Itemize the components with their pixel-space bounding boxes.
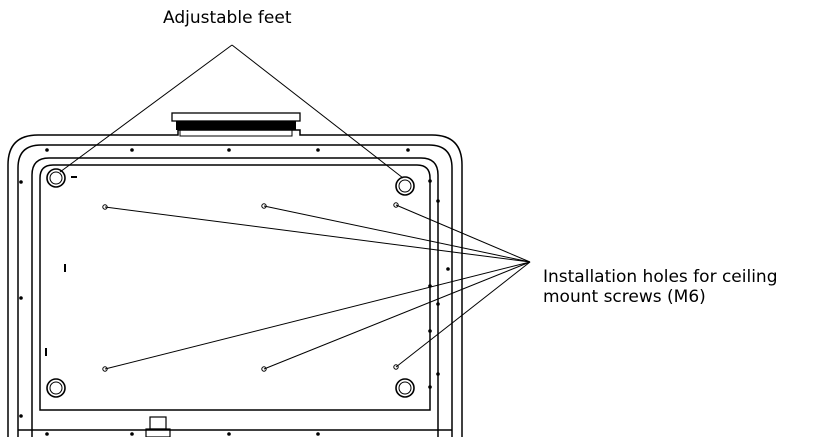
adjustable-foot <box>46 378 66 398</box>
rim-screw-dot <box>19 414 23 418</box>
installation-holes-label-line2: mount screws (M6) <box>543 287 706 308</box>
feet-leader-line <box>231 44 404 179</box>
rim-screw-dot <box>436 199 440 203</box>
adjustable-feet-group <box>46 168 415 398</box>
adjustable-foot <box>395 176 415 196</box>
rim-screw-dot <box>428 179 432 183</box>
hole-leader-line <box>395 261 531 368</box>
rim-screw-dot <box>428 385 432 389</box>
installation-holes-group <box>102 202 399 372</box>
rim-screws <box>19 148 450 436</box>
feet-leader-line <box>59 44 233 173</box>
rim-screw-dot <box>19 180 23 184</box>
hole-leader-line <box>263 261 531 370</box>
rim-screw-dot <box>406 148 410 152</box>
hole-leader-line <box>104 206 531 263</box>
hole-leader-line <box>263 205 531 263</box>
bottom-panel-inner <box>39 164 431 411</box>
installation-holes-label: Installation holes for ceiling mount scr… <box>543 267 778 308</box>
panel-marks <box>45 176 77 356</box>
adjustable-foot <box>46 168 66 188</box>
rim-screw-dot <box>316 148 320 152</box>
adjustable-foot <box>395 378 415 398</box>
housing-inner-outline <box>17 144 453 437</box>
rim-screw-dot <box>316 432 320 436</box>
leader-lines <box>59 44 531 370</box>
rim-screw-dot <box>19 296 23 300</box>
adjustable-feet-label: Adjustable feet <box>163 8 292 28</box>
rim-screw-dot <box>130 148 134 152</box>
rim-screw-dot <box>227 432 231 436</box>
rim-screw-dot <box>45 148 49 152</box>
hole-leader-line <box>395 204 531 263</box>
rim-screw-dot <box>130 432 134 436</box>
rim-screw-dot <box>436 302 440 306</box>
hole-leader-line <box>104 261 531 370</box>
rim-screw-dot <box>227 148 231 152</box>
bottom-panel <box>31 157 439 437</box>
lens-assembly <box>171 112 301 137</box>
rim-screw-dot <box>436 372 440 376</box>
bottom-tab <box>145 416 171 438</box>
rim-screw-dot <box>428 329 432 333</box>
installation-holes-label-line1: Installation holes for ceiling <box>543 267 778 287</box>
rim-screw-dot <box>45 432 49 436</box>
rim-screw-dot <box>446 267 450 271</box>
